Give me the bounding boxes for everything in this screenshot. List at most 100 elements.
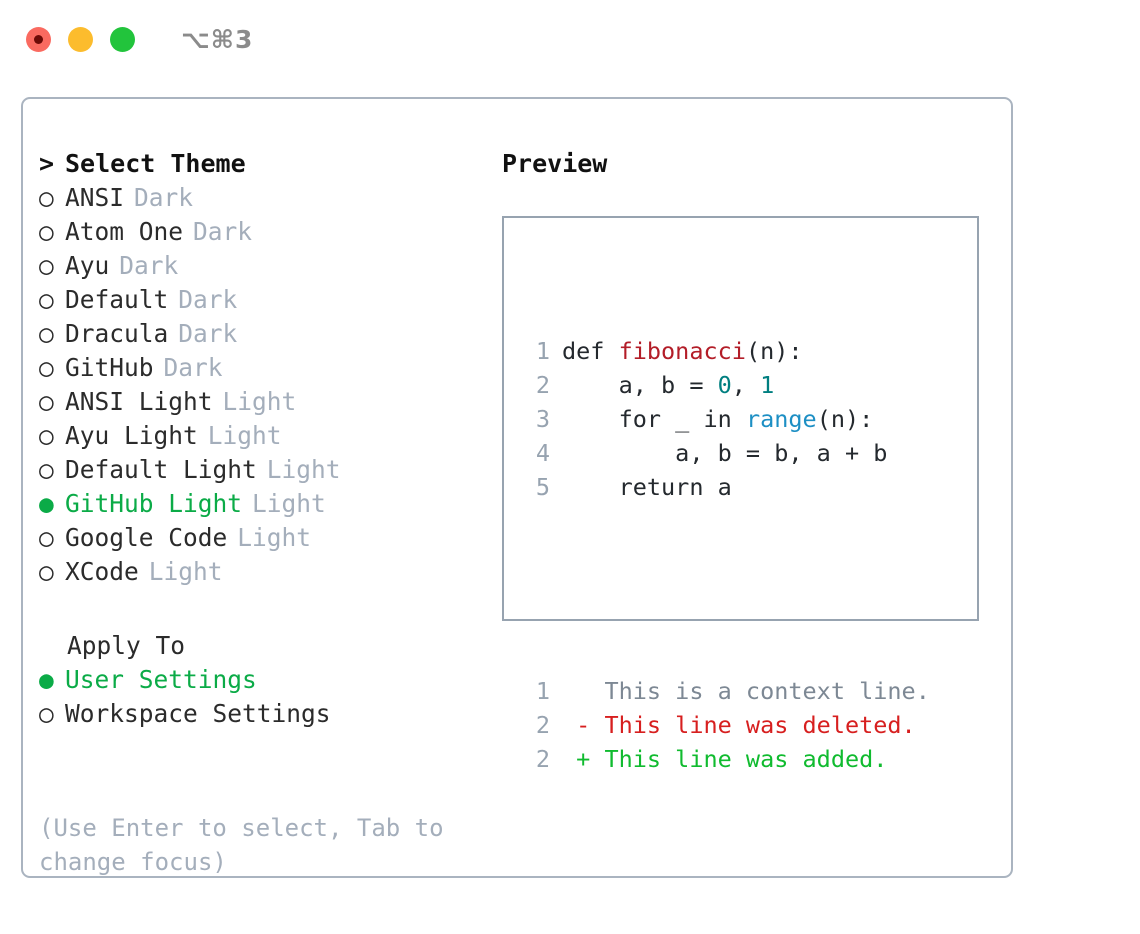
theme-list-item[interactable]: ○ Ayu Dark [39, 249, 489, 283]
apply-to-header: Apply To [67, 631, 186, 660]
minimize-button[interactable] [68, 26, 93, 52]
line-number: 2 [535, 371, 550, 399]
apply-to-item[interactable]: ● User Settings [39, 663, 489, 697]
diff-sample: 1 This is a context line.2 - This line w… [524, 674, 977, 776]
select-theme-header: > Select Theme [39, 147, 489, 181]
theme-list-item[interactable]: ○ GitHub Dark [39, 351, 489, 385]
code-token: return a [562, 473, 732, 501]
maximize-button[interactable] [110, 26, 135, 52]
radio-unselected-icon: ○ [39, 285, 54, 314]
radio-unselected-icon: ○ [39, 523, 54, 552]
code-line: 2 a, b = 0, 1 [524, 368, 977, 402]
theme-variant-tag: Dark [119, 251, 179, 280]
theme-name-label: Default [65, 285, 169, 314]
code-token: , [731, 371, 761, 399]
theme-name-label: ANSI [65, 183, 125, 212]
code-line-text: a, b = b, a + b [562, 436, 887, 470]
apply-to-item[interactable]: ○ Workspace Settings [39, 697, 489, 731]
theme-name-label: Default Light [65, 455, 257, 484]
preview-title: Preview [502, 149, 608, 178]
theme-list-item[interactable]: ○ XCode Light [39, 555, 489, 589]
code-spacer [524, 572, 977, 606]
title-bar: ⌥⌘3 [0, 0, 1140, 78]
theme-variant-tag: Light [222, 387, 297, 416]
code-line: 4 a, b = b, a + b [524, 436, 977, 470]
radio-unselected-icon: ○ [39, 319, 54, 348]
theme-name-label: GitHub Light [65, 489, 243, 518]
code-token: (n): [745, 337, 803, 365]
code-line: 5 return a [524, 470, 977, 504]
code-line-text: return a [562, 470, 732, 504]
code-line-text: for _ in range(n): [562, 402, 874, 436]
line-number: 5 [535, 473, 550, 501]
diff-line: 1 This is a context line. [524, 674, 977, 708]
line-number: 3 [535, 405, 550, 433]
code-token: (n): [816, 405, 874, 433]
code-token: range [745, 405, 817, 433]
theme-variant-tag: Light [266, 455, 341, 484]
diff-line-text: This is a context line. [562, 677, 930, 705]
theme-variant-tag: Dark [163, 353, 223, 382]
diff-line-text: - This line was deleted. [562, 711, 916, 739]
theme-name-label: Atom One [65, 217, 184, 246]
theme-variant-tag: Light [148, 557, 223, 586]
diff-line: 2 + This line was added. [524, 742, 977, 776]
radio-unselected-icon: ○ [39, 699, 54, 728]
caret-icon: > [39, 149, 55, 178]
theme-name-label: XCode [65, 557, 139, 586]
theme-name-label: ANSI Light [65, 387, 213, 416]
line-number: 4 [535, 439, 550, 467]
radio-unselected-icon: ○ [39, 557, 54, 586]
apply-to-label: User Settings [65, 665, 257, 694]
select-theme-title: Select Theme [65, 149, 246, 178]
code-line-text: def fibonacci(n): [562, 334, 803, 368]
radio-unselected-icon: ○ [39, 217, 54, 246]
line-number: 1 [535, 337, 550, 365]
section-spacer [39, 589, 489, 629]
code-token: for _ in [562, 405, 746, 433]
radio-unselected-icon: ○ [39, 183, 54, 212]
theme-variant-tag: Light [237, 523, 312, 552]
code-token: a, b = [562, 371, 718, 399]
theme-name-label: Ayu Light [65, 421, 198, 450]
radio-unselected-icon: ○ [39, 353, 54, 382]
diff-line: 2 - This line was deleted. [524, 708, 977, 742]
line-number: 1 [535, 677, 550, 705]
theme-list-item[interactable]: ○ ANSI Dark [39, 181, 489, 215]
radio-unselected-icon: ○ [39, 455, 54, 484]
code-token: a, b = b, a + b [562, 439, 888, 467]
theme-variant-tag: Dark [134, 183, 194, 212]
apply-to-list: ● User Settings ○ Workspace Settings [39, 663, 489, 731]
theme-variant-tag: Light [252, 489, 326, 518]
theme-name-label: GitHub [65, 353, 154, 382]
theme-variant-tag: Dark [178, 285, 238, 314]
radio-unselected-icon: ○ [39, 251, 54, 280]
apply-to-label: Workspace Settings [65, 699, 331, 728]
keyboard-hint-text: (Use Enter to select, Tab to change focu… [39, 814, 444, 876]
theme-list-item[interactable]: ○ Default Light Light [39, 453, 489, 487]
keyboard-shortcut-label: ⌥⌘3 [181, 24, 254, 54]
traffic-light-buttons [26, 26, 135, 52]
close-button[interactable] [26, 26, 51, 52]
radio-unselected-icon: ○ [39, 421, 54, 450]
code-token: def [562, 337, 619, 365]
radio-selected-icon: ● [39, 665, 54, 694]
theme-list-item[interactable]: ○ Default Dark [39, 283, 489, 317]
code-line: 3 for _ in range(n): [524, 402, 977, 436]
theme-variant-tag: Dark [178, 319, 238, 348]
theme-name-label: Ayu [65, 251, 110, 280]
